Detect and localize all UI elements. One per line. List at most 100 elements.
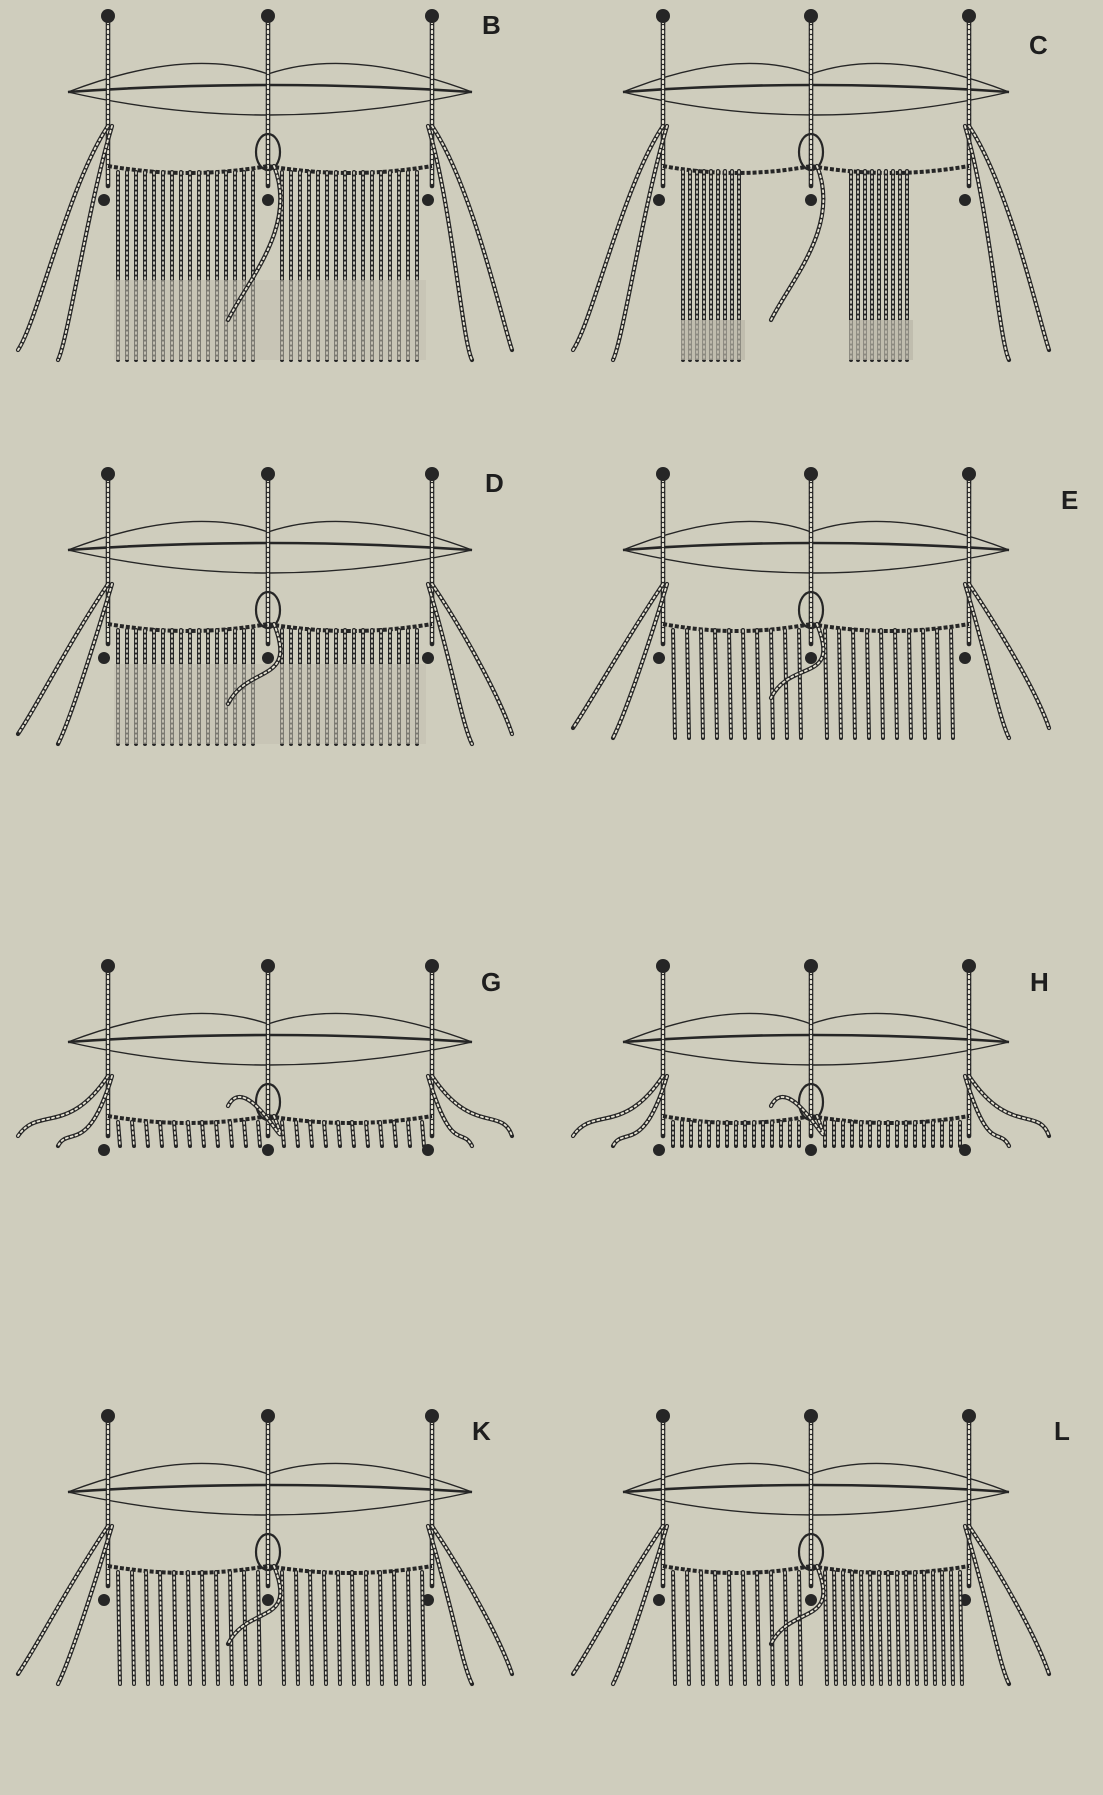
figure-drawing-d xyxy=(0,448,551,896)
pin-head-2 xyxy=(804,9,818,23)
pin-head-3 xyxy=(962,1409,976,1423)
pin-head-3 xyxy=(962,9,976,23)
figure-c-strokes xyxy=(573,9,1049,360)
figure-panel-c: C xyxy=(551,0,1102,448)
pin-head-3 xyxy=(962,959,976,973)
pin-head-2 xyxy=(261,467,275,481)
figure-drawing-k xyxy=(0,1344,551,1792)
pin-head-2 xyxy=(261,1409,275,1423)
pin-head-3 xyxy=(962,467,976,481)
lower-arc xyxy=(623,92,1009,115)
figure-panel-d: D xyxy=(0,448,551,896)
figure-panel-b: B xyxy=(0,0,551,448)
faded-strand-ends xyxy=(114,280,426,360)
middle-arc xyxy=(623,1485,1009,1492)
side-strand-left-twist xyxy=(573,1526,663,1674)
figure-b-strokes xyxy=(18,9,512,360)
pin-head-1 xyxy=(656,9,670,23)
figure-e-strokes xyxy=(573,467,1049,738)
side-strand-left-2 xyxy=(58,1076,112,1146)
pin-head-1 xyxy=(656,959,670,973)
pin-bead-2 xyxy=(262,652,274,664)
pin-head-3 xyxy=(425,959,439,973)
figure-l-strokes xyxy=(573,1409,1049,1684)
pin-bead-2 xyxy=(805,194,817,206)
pin-bead-1 xyxy=(98,1144,110,1156)
pin-head-2 xyxy=(804,467,818,481)
pin-bead-3 xyxy=(959,194,971,206)
figure-letter-b: B xyxy=(482,10,501,41)
bundle-shading-2 xyxy=(849,320,913,360)
lower-arc xyxy=(623,550,1009,573)
side-strand-right xyxy=(969,1526,1049,1674)
side-strand-right xyxy=(432,1526,512,1674)
figure-d-strokes xyxy=(18,467,512,744)
pin-head-3 xyxy=(425,1409,439,1423)
pin-head-3 xyxy=(425,467,439,481)
figure-g-strokes xyxy=(18,959,512,1156)
pin-bead-2 xyxy=(262,1144,274,1156)
pin-head-1 xyxy=(656,467,670,481)
figure-letter-g: G xyxy=(481,967,501,998)
side-strand-right xyxy=(969,584,1049,728)
side-strand-left xyxy=(18,126,108,350)
side-strand-left xyxy=(573,126,663,350)
pin-bead-1 xyxy=(98,194,110,206)
pin-head-2 xyxy=(804,959,818,973)
figure-letter-e: E xyxy=(1061,485,1078,516)
crossing-strand xyxy=(228,1097,280,1134)
pin-bead-3 xyxy=(422,652,434,664)
crossing-strand xyxy=(771,166,823,320)
figure-panel-l: L xyxy=(551,1344,1102,1792)
side-strand-left-twist xyxy=(18,1526,108,1674)
figure-drawing-c xyxy=(551,0,1102,448)
side-strand-left xyxy=(18,584,108,734)
side-strand-right-twist xyxy=(432,1076,512,1136)
figure-panel-h: H xyxy=(551,896,1102,1344)
bundle-shading-1 xyxy=(681,320,745,360)
lower-arc xyxy=(623,1492,1009,1515)
side-strand-right xyxy=(969,126,1049,350)
pin-head-1 xyxy=(656,1409,670,1423)
side-strand-right xyxy=(432,126,512,350)
pin-bead-3 xyxy=(422,194,434,206)
figure-letter-k: K xyxy=(472,1416,491,1447)
middle-arc xyxy=(623,85,1009,92)
pin-bead-1 xyxy=(653,1594,665,1606)
pin-bead-2 xyxy=(262,194,274,206)
pin-bead-1 xyxy=(653,194,665,206)
pin-bead-2 xyxy=(262,1594,274,1606)
pin-head-2 xyxy=(804,1409,818,1423)
pin-bead-1 xyxy=(653,1144,665,1156)
faded-strand-ends xyxy=(114,664,426,744)
side-strand-right-twist xyxy=(969,1076,1049,1136)
figure-panel-e: E xyxy=(551,448,1102,896)
figure-letter-l: L xyxy=(1054,1416,1070,1447)
figure-drawing-b xyxy=(0,0,551,448)
side-strand-left-2-twist xyxy=(613,1076,667,1146)
figure-drawing-h xyxy=(551,896,1102,1344)
side-strand-left-twist xyxy=(573,1076,663,1136)
side-strand-left-2-twist xyxy=(58,1076,112,1146)
pin-bead-1 xyxy=(98,652,110,664)
side-strand-right xyxy=(969,1076,1049,1136)
side-strand-right xyxy=(432,1076,512,1136)
side-strand-right-twist xyxy=(969,126,1049,350)
pin-head-1 xyxy=(101,467,115,481)
pin-head-1 xyxy=(101,959,115,973)
figure-h-strokes xyxy=(573,959,1049,1156)
side-strand-left-twist xyxy=(18,1076,108,1136)
side-strand-left-2 xyxy=(613,1076,667,1146)
pin-bead-2 xyxy=(805,652,817,664)
pin-bead-3 xyxy=(959,652,971,664)
pin-bead-1 xyxy=(98,1594,110,1606)
pin-head-1 xyxy=(101,1409,115,1423)
pin-bead-2 xyxy=(805,1594,817,1606)
figure-drawing-l xyxy=(551,1344,1102,1792)
side-strand-left xyxy=(18,1076,108,1136)
side-strand-left xyxy=(573,1076,663,1136)
middle-arc xyxy=(623,543,1009,550)
figure-letter-d: D xyxy=(485,468,504,499)
pin-bead-2 xyxy=(805,1144,817,1156)
figure-letter-h: H xyxy=(1030,967,1049,998)
